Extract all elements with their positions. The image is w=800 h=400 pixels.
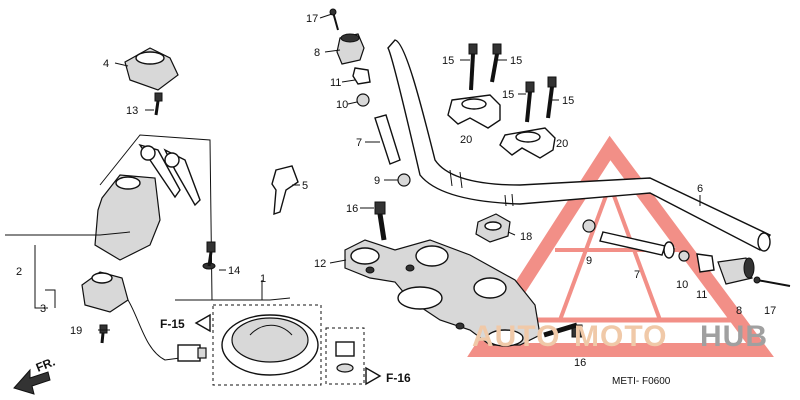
callout-labels: 4 13 5 14 1 2 3 19 17 8 11 10 7 9 16 12 … [16,13,776,369]
front-direction-arrow [13,368,51,395]
ref-label-a: F-15 [160,317,185,331]
assembly-outline-upper [99,134,213,301]
ignition-key [271,165,299,215]
callout-3: 3 [40,303,46,315]
arrow-ref-b [365,366,382,386]
callout-8-right: 8 [736,305,742,317]
assembly-bracket [5,231,291,301]
switch-cover [124,47,179,91]
handlebar [387,39,772,252]
handlebar-holder-upper [447,94,501,129]
callout-7-left: 7 [356,137,362,149]
callout-15-b: 15 [510,55,522,67]
holder-bolts [468,43,557,123]
stem-nut [475,213,511,243]
callout-13: 13 [126,105,138,117]
callout-9-right: 9 [586,255,592,267]
callout-15-c: 15 [502,89,514,101]
watermark-text-auto: AUTO [472,320,560,353]
watermark-text-moto: MOTO [574,320,667,353]
callout-20-lower: 20 [556,138,568,150]
callout-16-lower: 16 [574,357,586,369]
arrow-ref-a [194,313,211,333]
callout-9-left: 9 [374,175,380,187]
callout-11-left: 11 [330,77,341,89]
screw-19 [99,324,108,344]
fuel-cap [221,314,319,376]
callout-1: 1 [260,273,266,285]
callout-7-right: 7 [634,269,640,281]
callout-4: 4 [103,58,109,70]
seat-lock-box [325,327,365,385]
watermark-logo [467,135,774,357]
callout-17-left: 17 [306,13,318,25]
leader-lines [98,13,701,331]
callout-12: 12 [314,258,326,270]
pinch-bolt-upper [374,201,387,241]
callout-18: 18 [520,231,532,243]
callout-10-right: 10 [676,279,688,291]
callout-6: 6 [697,183,703,195]
callout-14: 14 [228,265,240,277]
callout-5: 5 [302,180,308,192]
callout-10-left: 10 [336,99,348,111]
callout-11-right: 11 [696,289,707,301]
callout-15-d: 15 [562,95,574,107]
callout-8-left: 8 [314,47,320,59]
callout-20-upper: 20 [460,134,472,146]
screw-14 [202,241,216,270]
right-bar-end-assembly [582,219,791,287]
screw-13 [154,92,163,116]
callout-17-right: 17 [764,305,776,317]
pinch-bolt-lower [543,322,583,338]
switch-wiring [81,271,207,362]
direction-label: FR. [34,355,57,375]
callout-2: 2 [16,266,22,278]
ref-label-b: F-16 [386,371,411,385]
handlebar-holder-lower [499,127,556,159]
callout-19: 19 [70,325,82,337]
fuel-cap-box [212,304,322,386]
ignition-switch [94,143,201,261]
callout-16-upper: 16 [346,203,358,215]
watermark-text-hub: HUB [700,320,768,353]
diagram-code: METI- F0600 [612,376,671,387]
seat-lock [335,341,355,373]
callout-15-a: 15 [442,55,454,67]
left-bar-end-assembly [329,8,411,187]
top-bridge [344,239,541,347]
